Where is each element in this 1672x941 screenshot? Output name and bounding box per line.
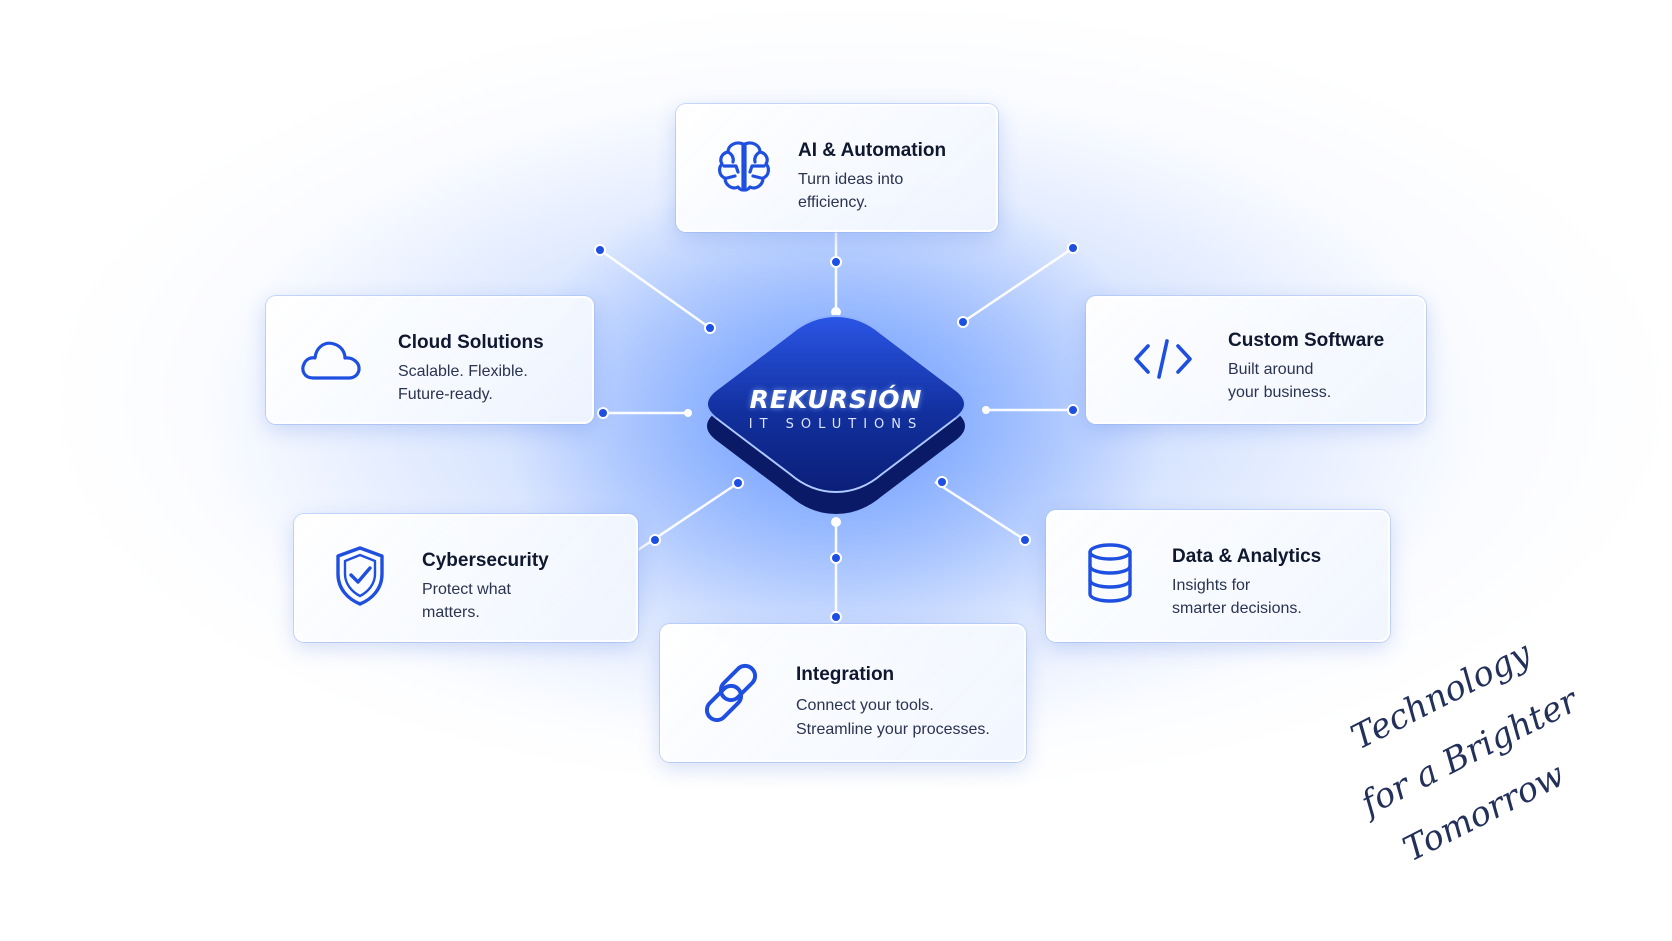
card-description-line-1: Scalable. Flexible. [398, 363, 528, 380]
card-title: AI & Automation [798, 140, 947, 161]
card-title: Data & Analytics [1172, 546, 1322, 567]
card-title: Integration [796, 664, 895, 685]
card-description-line-1: Connect your tools. [796, 697, 934, 714]
card-description-line-1: Built around [1228, 361, 1314, 378]
card-cloud-solutions: Cloud Solutions Scalable. Flexible. Futu… [266, 296, 594, 424]
script-tagline: Technology for a Brighter Tomorrow [1345, 633, 1615, 890]
card-data-analytics: Data & Analytics Insights for smarter de… [1046, 510, 1390, 642]
card-description-line-2: smarter decisions. [1172, 600, 1302, 617]
cloud-icon [298, 334, 364, 389]
card-description-line-2: Future-ready. [398, 386, 493, 403]
code-icon [1132, 336, 1194, 387]
card-description-line-1: Protect what [422, 581, 511, 598]
hub-logo: REKURSIÓN IT SOLUTIONS [686, 385, 986, 432]
brand-tagline: IT SOLUTIONS [748, 417, 924, 432]
card-description-line-2: your business. [1228, 384, 1332, 401]
database-icon [1084, 542, 1136, 609]
link-icon [698, 660, 764, 731]
card-title: Cloud Solutions [398, 332, 544, 353]
card-description-line-1: Insights for [1172, 577, 1251, 594]
brand-name: REKURSIÓN [749, 385, 923, 414]
card-cybersecurity: Cybersecurity Protect what matters. [294, 514, 638, 642]
card-title: Cybersecurity [422, 550, 549, 571]
card-description-line-2: Streamline your processes. [796, 721, 990, 738]
card-description-line-2: matters. [422, 604, 480, 621]
card-ai-automation: AI & Automation Turn ideas into efficien… [676, 104, 998, 232]
card-custom-software: Custom Software Built around your busine… [1086, 296, 1426, 424]
hub-tile [706, 314, 966, 514]
card-description-line-2: efficiency. [798, 194, 868, 211]
connector-nodes [594, 242, 1079, 623]
glow-points [684, 307, 990, 527]
card-integration: Integration Connect your tools. Streamli… [660, 624, 1026, 762]
brain-icon [714, 136, 774, 201]
card-title: Custom Software [1228, 330, 1385, 351]
card-description-line-1: Turn ideas into [798, 171, 904, 188]
shield-check-icon [332, 544, 388, 613]
